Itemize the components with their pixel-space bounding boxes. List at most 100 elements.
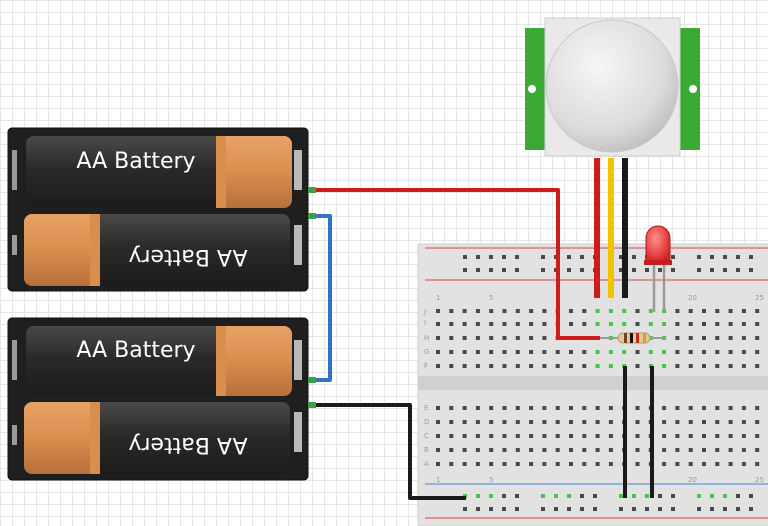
mount-hole xyxy=(528,85,536,93)
aa-cell: AA Battery xyxy=(26,136,292,208)
breadboard-hole xyxy=(463,268,467,272)
breadboard-hole xyxy=(662,448,667,452)
resistor[interactable] xyxy=(600,332,666,344)
column-number: 25 xyxy=(755,476,764,484)
breadboard-hole xyxy=(542,336,547,340)
row-letter: F xyxy=(424,362,428,370)
red-wire[interactable] xyxy=(312,188,600,340)
breadboard-hole xyxy=(662,420,667,424)
breadboard-hole xyxy=(462,434,467,438)
battery-pack-1[interactable]: AA Battery AA Battery xyxy=(7,127,309,292)
breadboard-hole xyxy=(489,420,494,424)
breadboard-hole xyxy=(569,434,573,438)
red-led[interactable] xyxy=(644,225,672,312)
breadboard-hole xyxy=(595,364,600,368)
breadboard-hole xyxy=(710,268,714,272)
breadboard-hole xyxy=(515,448,520,452)
breadboard-hole xyxy=(541,255,545,259)
breadboard-hole xyxy=(702,434,706,438)
breadboard-hole xyxy=(688,309,693,313)
breadboard-hole xyxy=(702,350,706,354)
breadboard-hole xyxy=(755,434,760,438)
breadboard-hole xyxy=(595,322,600,326)
aa-cell: AA Battery xyxy=(26,326,292,396)
breadboard-hole xyxy=(569,448,573,452)
breadboard-hole xyxy=(595,406,600,410)
breadboard-hole xyxy=(580,494,584,498)
breadboard-hole xyxy=(728,420,733,424)
breadboard-hole xyxy=(675,406,680,410)
breadboard-hole xyxy=(555,420,560,424)
breadboard-hole xyxy=(569,364,573,368)
breadboard-hole xyxy=(502,268,506,272)
breadboard-hole xyxy=(515,350,520,354)
pir-motion-sensor[interactable] xyxy=(525,17,700,298)
mount-hole xyxy=(689,85,697,93)
battery-pack-2[interactable]: AA Battery AA Battery xyxy=(7,317,309,481)
battery-label: AA Battery xyxy=(128,244,247,269)
battery-terminal xyxy=(294,412,302,452)
row-letter: E xyxy=(424,404,428,412)
breadboard-hole xyxy=(567,255,571,259)
breadboard-hole xyxy=(569,462,573,466)
breadboard-hole xyxy=(529,462,534,466)
breadboard-hole xyxy=(555,462,560,466)
breadboard-hole xyxy=(582,462,587,466)
breadboard-hole xyxy=(489,364,494,368)
battery-terminal xyxy=(294,150,302,190)
breadboard-hole xyxy=(736,255,740,259)
wire-end xyxy=(308,187,316,193)
breadboard-hole xyxy=(715,336,720,340)
breadboard-hole xyxy=(475,406,480,410)
battery-clip xyxy=(12,425,17,445)
breadboard-hole xyxy=(688,406,693,410)
breadboard-hole xyxy=(715,434,720,438)
breadboard-hole xyxy=(569,350,573,354)
breadboard-hole xyxy=(567,494,571,498)
breadboard-hole xyxy=(697,255,701,259)
breadboard-hole xyxy=(595,462,600,466)
breadboard-hole xyxy=(648,350,653,354)
breadboard-hole xyxy=(449,322,454,326)
breadboard-hole xyxy=(671,494,675,498)
breadboard-hole xyxy=(658,494,662,498)
breadboard-hole xyxy=(688,322,693,326)
breadboard-hole xyxy=(675,350,680,354)
column-number: 20 xyxy=(688,294,697,302)
breadboard-hole xyxy=(542,364,547,368)
breadboard-hole xyxy=(702,336,706,340)
breadboard-hole xyxy=(702,309,706,313)
breadboard-hole xyxy=(741,336,746,340)
breadboard-hole xyxy=(463,255,467,259)
breadboard-hole xyxy=(580,268,584,272)
black-ground-wire[interactable] xyxy=(312,403,466,500)
breadboard-hole xyxy=(723,507,727,511)
breadboard-hole xyxy=(436,434,440,438)
row-letter: C xyxy=(424,432,429,440)
terminal-holes xyxy=(436,309,760,466)
breadboard-hole xyxy=(567,268,571,272)
column-number: 5 xyxy=(489,294,493,302)
breadboard-hole xyxy=(608,364,613,368)
row-letter: A xyxy=(424,460,429,468)
breadboard-hole xyxy=(580,507,584,511)
breadboard-hole xyxy=(749,255,753,259)
row-letter: B xyxy=(424,446,429,454)
breadboard-hole xyxy=(608,448,613,452)
breadboard-hole xyxy=(554,494,558,498)
breadboard-hole xyxy=(555,448,560,452)
breadboard-hole xyxy=(715,309,720,313)
breadboard-hole xyxy=(582,350,587,354)
breadboard-hole xyxy=(736,507,740,511)
row-letter: D xyxy=(424,418,429,426)
breadboard-hole xyxy=(569,309,573,313)
blue-wire[interactable] xyxy=(312,214,332,382)
breadboard-hole xyxy=(632,268,636,272)
breadboard-hole xyxy=(554,507,558,511)
battery-terminal xyxy=(294,340,302,380)
breadboard-hole xyxy=(580,255,584,259)
breadboard-hole xyxy=(755,420,760,424)
breadboard-hole xyxy=(675,462,680,466)
breadboard-hole xyxy=(502,309,507,313)
